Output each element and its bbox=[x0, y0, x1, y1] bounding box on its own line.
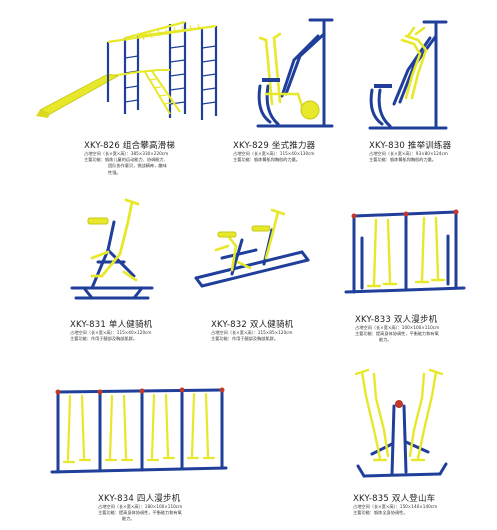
quad-walker-illustration bbox=[50, 387, 228, 474]
spec-line: 能力。 bbox=[379, 337, 392, 343]
spec-line: 占地空间（长×宽×高）：115×40×120cm bbox=[70, 330, 152, 335]
product-title-xky-826: XKY-826 组合攀高滑梯 bbox=[84, 141, 176, 151]
spec-line: 占地空间（长×宽×高）：180×100×110cm bbox=[98, 504, 183, 509]
spec-line: 占地空间（长×宽×高）：150×140×140cm bbox=[353, 504, 438, 509]
product-spec-xky-831: 占地空间（长×宽×高）：115×40×120cm 主要功能：作用于腿部及胸部肌群… bbox=[70, 330, 152, 342]
slide-climbing-frame-illustration bbox=[36, 20, 218, 120]
product-title-xky-831: XKY-831 单人健骑机 bbox=[70, 320, 153, 330]
product-title-xky-835: XKY-835 双人登山车 bbox=[353, 494, 436, 504]
product-spec-xky-826: 占地空间（长×宽×高）：385×330×220cm 主要功能：锻炼儿童的运动能力… bbox=[84, 151, 168, 176]
single-rider-illustration bbox=[70, 198, 154, 300]
product-spec-xky-830: 占地空间（长×宽×高）：93×80×124cm 主要功能：锻炼臂肌和胸肌的力量。 bbox=[369, 151, 448, 163]
spec-line: 主要功能：锻炼儿童的运动能力、协调能力、 bbox=[84, 157, 168, 163]
spec-line: 占地空间（长×宽×高）：115×40×130cm bbox=[233, 151, 315, 156]
double-walker-illustration bbox=[344, 209, 466, 294]
spec-line: 性强。 bbox=[108, 169, 121, 175]
product-spec-xky-833: 占地空间（长×宽×高）：100×100×110cm 主要功能：提高身体协调性，平… bbox=[355, 325, 439, 344]
spec-line: 占地空间（长×宽×高）：93×80×124cm bbox=[369, 151, 448, 156]
product-spec-xky-835: 占地空间（长×宽×高）：150×140×140cm 主要功能：锻炼全身协调性。 bbox=[353, 504, 437, 516]
double-climber-illustration bbox=[354, 368, 448, 478]
spec-line: 占地空间（长×宽×高）：385×330×220cm bbox=[84, 151, 169, 156]
product-spec-xky-834: 占地空间（长×宽×高）：180×100×110cm 主要功能：提高身体协调性，平… bbox=[98, 504, 182, 523]
product-title-xky-833: XKY-833 双人漫步机 bbox=[355, 315, 438, 325]
spec-line: 主要功能：锻炼臂肌和胸肌的力量。 bbox=[233, 157, 301, 163]
spec-line: 主要功能：作用于腿部及胸部肌群。 bbox=[211, 336, 279, 342]
product-spec-xky-832: 占地空间（长×宽×高）：115×85×120cm 主要功能：作用于腿部及胸部肌群… bbox=[211, 330, 293, 342]
shoulder-press-illustration bbox=[368, 20, 448, 130]
spec-line: 占地空间（长×宽×高）：100×100×110cm bbox=[355, 325, 440, 330]
spec-line: 能力。 bbox=[122, 516, 135, 522]
seated-chest-press-illustration bbox=[256, 18, 334, 128]
spec-line: 主要功能：提高身体协调性，平衡能力和有氧 bbox=[98, 510, 182, 516]
product-title-xky-830: XKY-830 推举训练器 bbox=[369, 141, 452, 151]
product-card-xky-826 bbox=[0, 0, 497, 1]
product-spec-xky-829: 占地空间（长×宽×高）：115×40×130cm 主要功能：锻炼臂肌和胸肌的力量… bbox=[233, 151, 315, 163]
spec-line: 占地空间（长×宽×高）：115×85×120cm bbox=[211, 330, 293, 335]
spec-line: 主要功能：提高身体协调性，平衡能力和有氧 bbox=[355, 331, 439, 337]
spec-line: 主要功能：锻炼全身协调性。 bbox=[353, 510, 408, 516]
spec-line: 主要功能：锻炼臂肌和胸肌的力量。 bbox=[369, 157, 437, 163]
spec-line: 团队协作意识，挑战精神，趣味 bbox=[108, 163, 167, 169]
product-title-xky-834: XKY-834 四人漫步机 bbox=[98, 494, 181, 504]
spec-line: 主要功能：作用于腿部及胸部肌群。 bbox=[70, 336, 138, 342]
product-title-xky-832: XKY-832 双人健骑机 bbox=[211, 320, 294, 330]
product-title-xky-829: XKY-829 坐式推力器 bbox=[233, 141, 316, 151]
double-rider-illustration bbox=[194, 208, 310, 288]
